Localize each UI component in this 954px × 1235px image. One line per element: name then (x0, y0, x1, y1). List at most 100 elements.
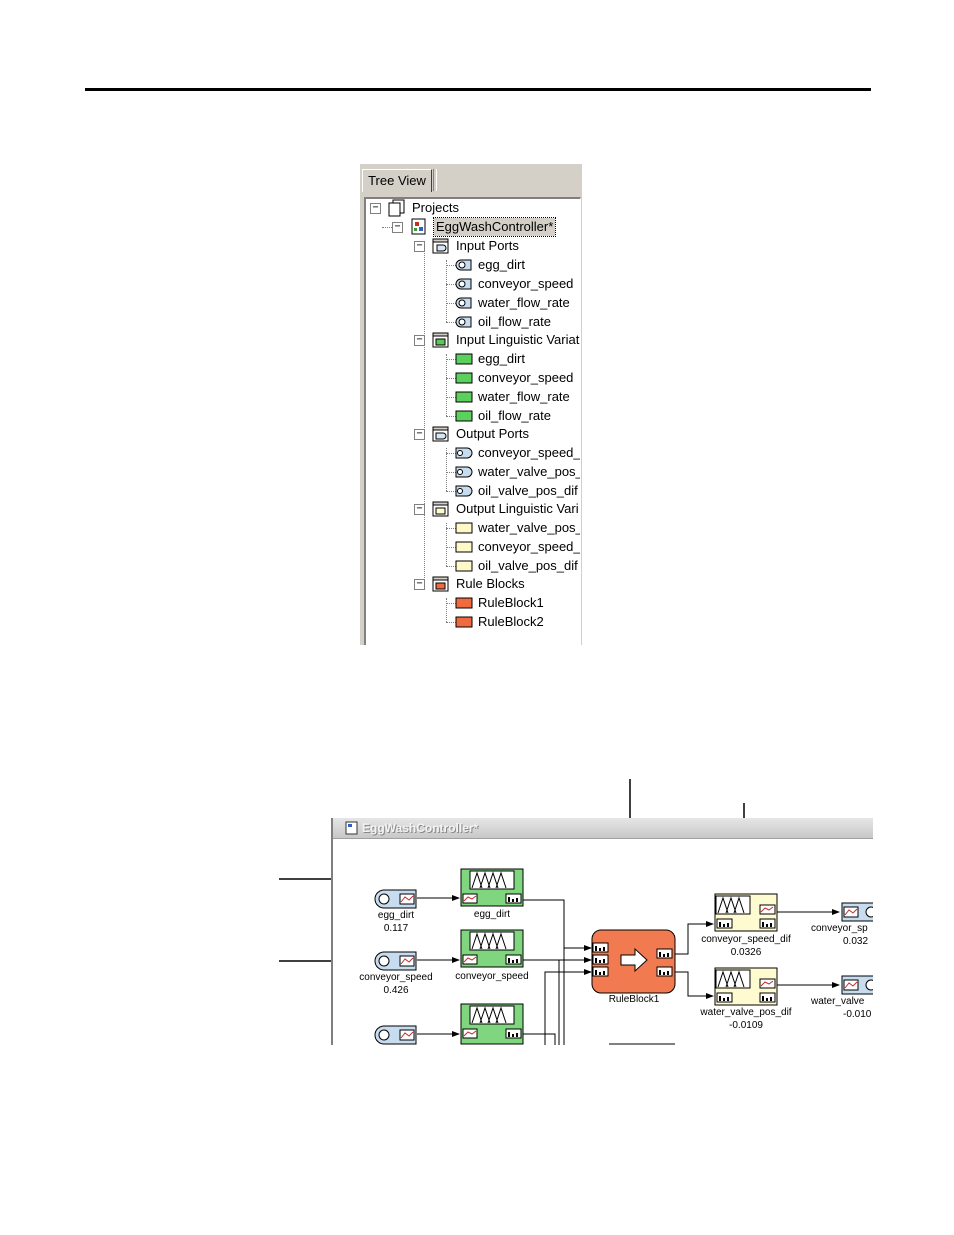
tree-item-input-variable[interactable]: conveyor_speed (366, 369, 580, 387)
input-port[interactable] (374, 1025, 418, 1045)
tree-node-label: conveyor_speed_ (478, 539, 581, 554)
collapse-icon[interactable]: − (414, 579, 425, 590)
tree-connector (446, 528, 456, 529)
input-port-icon (455, 278, 472, 290)
collapse-icon[interactable]: − (414, 429, 425, 440)
tree-folder-output-ports[interactable]: − Output Ports (366, 425, 580, 443)
output-linguistic-folder-icon (432, 501, 449, 517)
tree-item-output-port[interactable]: oil_valve_pos_dif (366, 482, 580, 500)
input-variable-icon (455, 372, 473, 384)
tree-item-output-variable[interactable]: oil_valve_pos_dif (366, 557, 580, 575)
tree-connector (446, 547, 456, 548)
input-port-label: egg_dirt (377, 910, 415, 921)
controller-icon (411, 218, 426, 235)
tree-connector (446, 491, 456, 492)
tree-node-label: water_valve_pos_ (478, 464, 581, 479)
tab-tree-view[interactable]: Tree View (362, 169, 432, 192)
document-icon (345, 821, 358, 835)
tree-view-panel: Tree View − Projects − (360, 164, 582, 645)
tree-item-input-variable[interactable]: oil_flow_rate (366, 407, 580, 425)
tree-folder-rule-blocks[interactable]: − Rule Blocks (366, 575, 580, 593)
tree-node-label: oil_valve_pos_dif (478, 558, 578, 573)
tree-node-label: conveyor_speed (478, 276, 574, 291)
tree-node-label: egg_dirt (478, 351, 525, 366)
diagram-title: EggWashController* (362, 821, 479, 835)
tree-connector (446, 448, 447, 491)
output-variable-water-valve-pos-dif[interactable] (714, 967, 778, 1007)
tree-item-input-port[interactable]: water_flow_rate (366, 294, 580, 312)
collapse-icon[interactable]: − (414, 335, 425, 346)
output-variable-value: 0.0326 (730, 947, 762, 958)
tree-node-controller[interactable]: − EggWashController* (366, 217, 576, 237)
output-port-water-valve[interactable] (841, 975, 873, 995)
tree-connector (446, 265, 456, 266)
collapse-icon[interactable]: − (392, 222, 403, 233)
tree-item-rule-block[interactable]: RuleBlock2 (366, 613, 580, 631)
input-variable-conveyor-speed[interactable] (460, 929, 524, 969)
input-variable[interactable] (460, 1003, 524, 1045)
rule-blocks-folder-icon (432, 576, 449, 592)
collapse-icon[interactable]: − (414, 504, 425, 515)
tree-node-label: Rule Blocks (456, 576, 525, 591)
tree-node-projects[interactable]: − Projects (366, 199, 576, 217)
output-port-value: 0.032 (843, 936, 869, 947)
tree-connector (446, 453, 456, 454)
tree-node-label: Input Linguistic Variat (456, 332, 580, 347)
tab-separator (433, 169, 437, 191)
tree-connector (446, 603, 456, 604)
tree-item-input-port[interactable]: egg_dirt (366, 256, 580, 274)
tree-item-input-port[interactable]: conveyor_speed (366, 275, 580, 293)
tree-item-output-variable[interactable]: water_valve_pos_ (366, 519, 580, 537)
input-variable-egg-dirt[interactable] (460, 868, 524, 908)
input-port-conveyor-speed[interactable] (374, 951, 418, 971)
tree-connector (382, 227, 392, 228)
diagram-window: EggWashController* egg_dirt (331, 818, 873, 1045)
output-port-conveyor-speed[interactable] (841, 902, 873, 922)
output-variable-conveyor-speed-dif[interactable] (714, 893, 778, 933)
tree-item-input-variable[interactable]: water_flow_rate (366, 388, 580, 406)
tree-folder-input-linguistic[interactable]: − Input Linguistic Variat (366, 331, 580, 349)
output-port-label: water_valve (811, 996, 865, 1007)
tree-node-label: RuleBlock1 (478, 595, 544, 610)
tree-item-output-port[interactable]: conveyor_speed_ (366, 444, 580, 462)
tree-node-label: RuleBlock2 (478, 614, 544, 629)
tree-folder-input-ports[interactable]: − Input Ports (366, 237, 580, 255)
tree-view: − Projects − EggWashController* − (364, 197, 581, 645)
tree-item-output-port[interactable]: water_valve_pos_ (366, 463, 580, 481)
input-linguistic-folder-icon (432, 332, 449, 348)
input-port-value: 0.117 (383, 923, 409, 934)
output-port-icon (455, 447, 473, 459)
output-port-label: conveyor_sp (811, 923, 868, 934)
tree-node-label: water_flow_rate (478, 295, 570, 310)
input-ports-folder-icon (432, 238, 449, 254)
tree-item-input-variable[interactable]: egg_dirt (366, 350, 580, 368)
input-port-egg-dirt[interactable] (374, 889, 418, 909)
tree-connector (446, 354, 447, 416)
tree-connector (446, 378, 456, 379)
tree-node-label: oil_valve_pos_dif (478, 483, 578, 498)
tree-item-rule-block[interactable]: RuleBlock1 (366, 594, 580, 612)
tree-connector (446, 359, 456, 360)
tree-connector (446, 260, 447, 322)
tree-folder-output-linguistic[interactable]: − Output Linguistic Vari (366, 500, 580, 518)
output-variable-value: -0.0109 (729, 1020, 763, 1031)
input-variable-label: conveyor_speed (455, 971, 529, 982)
tree-node-label: Output Ports (456, 426, 529, 441)
tree-item-output-variable[interactable]: conveyor_speed_ (366, 538, 580, 556)
input-port-icon (455, 297, 472, 309)
tree-item-input-port[interactable]: oil_flow_rate (366, 313, 580, 331)
tree-node-label: conveyor_speed_ (478, 445, 581, 460)
collapse-icon[interactable]: − (414, 241, 425, 252)
diagram-title-bar[interactable]: EggWashController* (333, 818, 873, 839)
tree-connector (446, 322, 456, 323)
output-variable-icon (455, 522, 473, 534)
collapse-icon[interactable]: − (370, 203, 381, 214)
tree-connector (446, 598, 447, 622)
tree-node-label: Input Ports (456, 238, 519, 253)
tree-node-label: EggWashController* (432, 217, 557, 237)
tree-connector (446, 622, 456, 623)
input-port-value: 0.426 (383, 985, 409, 996)
rule-block-1[interactable] (591, 929, 677, 995)
tree-node-label: egg_dirt (478, 257, 525, 272)
